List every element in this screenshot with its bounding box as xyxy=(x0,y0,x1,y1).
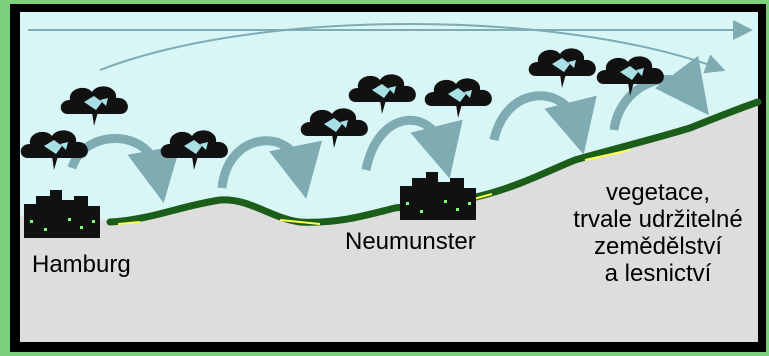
label-vegetation-line: a lesnictví xyxy=(548,261,768,288)
label-neumunster: Neumunster xyxy=(345,229,476,255)
label-vegetation: vegetace, trvale udržitelné zemědělství … xyxy=(548,180,768,288)
label-vegetation-line: vegetace, xyxy=(548,180,768,207)
label-vegetation-line: zemědělství xyxy=(548,234,768,261)
label-vegetation-line: trvale udržitelné xyxy=(548,207,768,234)
label-hamburg: Hamburg xyxy=(32,252,131,278)
